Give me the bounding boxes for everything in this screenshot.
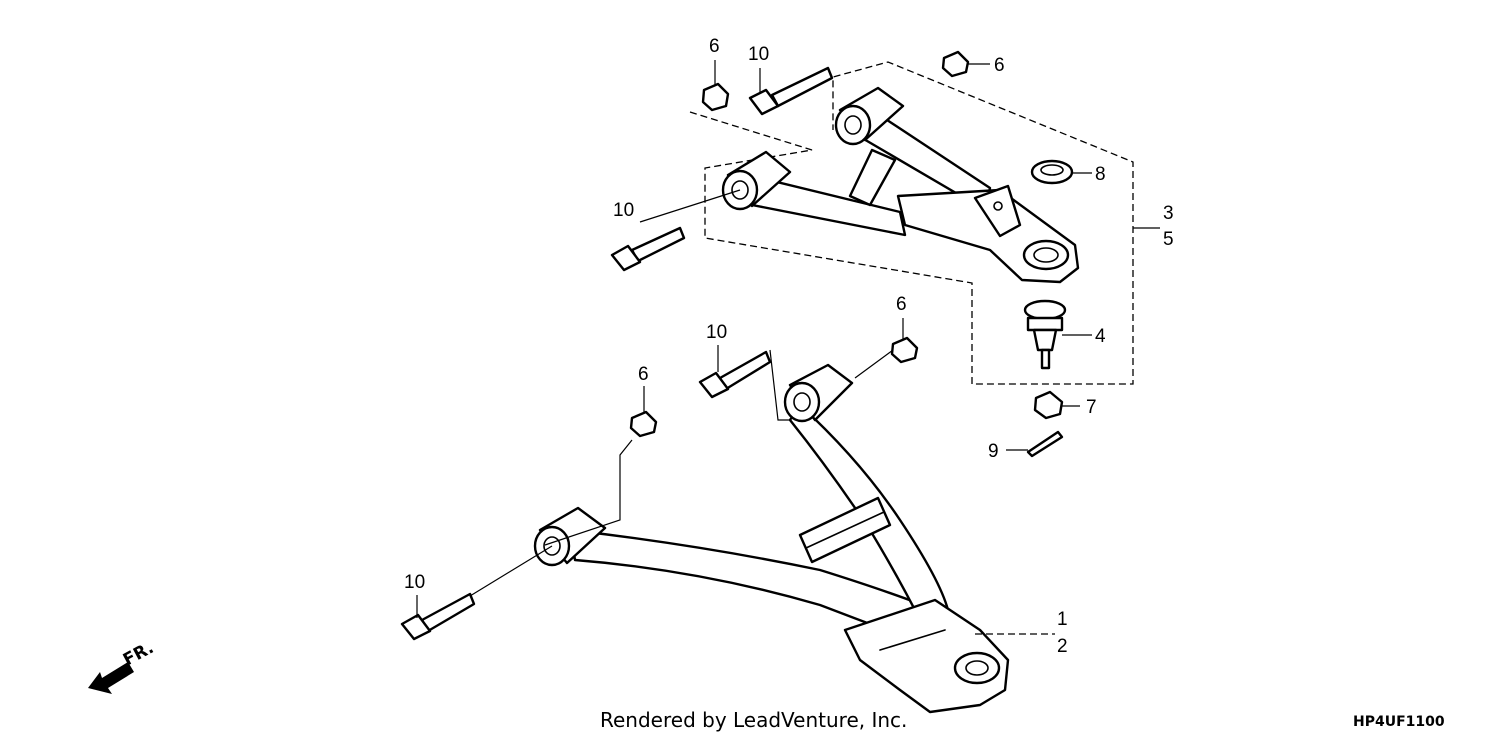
- callout-6-upper-right: 6: [994, 55, 1005, 76]
- ball-joint-4: [1023, 299, 1067, 370]
- cotter-pin-9: [1026, 430, 1064, 458]
- bolt-10-lower-rear: [698, 350, 772, 399]
- callout-2: 2: [1057, 636, 1068, 657]
- callout-3: 3: [1163, 203, 1174, 224]
- upper-arm-group-boundary: [689, 61, 1160, 385]
- callout-numbers: 1 2 3 4 5 6 6 6 6 7 8 9 10 10 10 10: [404, 36, 1174, 657]
- callout-9: 9: [988, 441, 999, 462]
- nut-6-lower-left: [629, 410, 658, 438]
- leader-lines: [416, 60, 1092, 635]
- diagram-code: HP4UF1100: [1353, 714, 1445, 730]
- upper-control-arm: [721, 86, 1080, 284]
- seal-8: [1030, 159, 1074, 185]
- lower-control-arm: [533, 363, 1010, 714]
- callout-7: 7: [1086, 397, 1097, 418]
- callout-1: 1: [1057, 609, 1068, 630]
- callout-4: 4: [1095, 326, 1106, 347]
- callout-10-lower-front: 10: [404, 572, 425, 593]
- callout-6-upper-left: 6: [709, 36, 720, 57]
- bolt-10-upper-front: [610, 226, 686, 272]
- callout-10-upper-rear: 10: [748, 44, 769, 65]
- render-credit: Rendered by LeadVenture, Inc.: [600, 708, 908, 732]
- callout-6-lower-right: 6: [896, 294, 907, 315]
- castle-nut-7: [1033, 390, 1064, 420]
- nut-6-lower-right: [890, 336, 919, 364]
- bolt-10-lower-front: [400, 592, 476, 641]
- callout-6-lower-left: 6: [638, 364, 649, 385]
- nut-6-upper-left: [701, 82, 730, 112]
- callout-8: 8: [1095, 164, 1106, 185]
- callout-5: 5: [1163, 229, 1174, 250]
- callout-10-lower-rear: 10: [706, 322, 727, 343]
- callout-10-upper-front: 10: [613, 200, 634, 221]
- bolt-10-upper-rear: [748, 66, 834, 116]
- front-direction-arrow-icon: FR.: [88, 638, 157, 694]
- nut-6-upper-right: [941, 50, 970, 78]
